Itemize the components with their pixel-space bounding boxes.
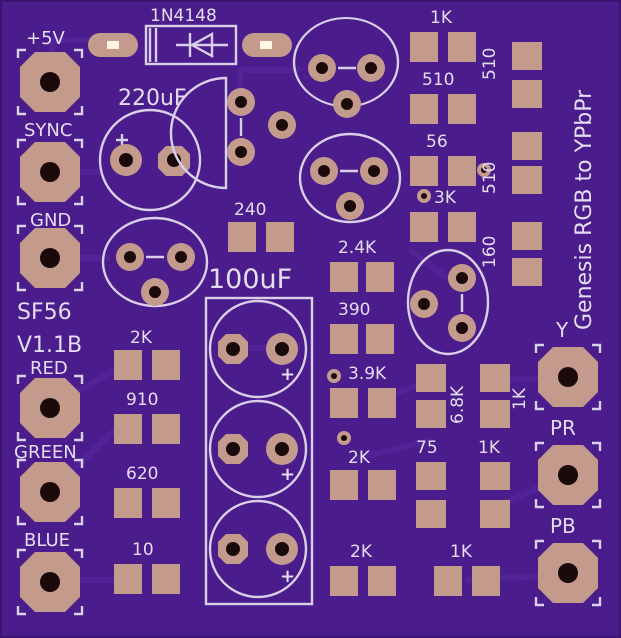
connector-gnd — [16, 224, 84, 292]
label-plus-2: + — [280, 464, 296, 485]
connector-red — [16, 374, 84, 442]
label-r-10: 10 — [132, 540, 154, 560]
transistor-4 — [101, 216, 209, 308]
transistor-1 — [169, 76, 296, 190]
label-r-6-8k: 6.8K — [448, 385, 468, 424]
label-r-390: 390 — [338, 300, 371, 320]
label-board-version: V1.1B — [17, 333, 83, 358]
label-r-75: 75 — [416, 438, 438, 458]
label-r-240: 240 — [234, 200, 267, 220]
label-r-1k-mid: 1K — [478, 438, 500, 458]
connector-pb — [534, 539, 602, 607]
label-r-1k-side: 1K — [510, 388, 530, 410]
label-r-620: 620 — [126, 464, 159, 484]
label-board-name: SF56 — [17, 300, 72, 325]
transistor-5 — [406, 248, 490, 356]
label-r-2-4k: 2.4K — [338, 238, 377, 258]
smd-pads — [114, 32, 542, 596]
label-board-title: Genesis RGB to YPbPr — [572, 89, 597, 330]
label-plus-3: + — [280, 566, 296, 587]
connector-pr — [534, 441, 602, 509]
label-r-2k-left: 2K — [130, 328, 152, 348]
label-red: RED — [30, 358, 68, 379]
label-sync: SYNC — [24, 120, 73, 141]
connector-y — [534, 343, 602, 411]
connector-green — [16, 458, 84, 526]
vias — [327, 163, 491, 445]
label-cap-100uf: 100uF — [208, 264, 293, 295]
diode-1n4148 — [88, 24, 292, 66]
label-blue: BLUE — [24, 530, 71, 551]
label-r-910: 910 — [126, 390, 159, 410]
capacitor-220uf — [98, 108, 202, 212]
connector-blue — [16, 548, 84, 616]
label-pr: PR — [550, 416, 576, 440]
label-y: Y — [556, 318, 569, 342]
capacitor-100uf-block — [204, 296, 314, 606]
label-pb: PB — [550, 514, 576, 538]
label-r-1k-bot: 1K — [450, 542, 472, 562]
transistor-2 — [292, 17, 400, 118]
label-r-510-side1: 510 — [480, 47, 500, 80]
label-plus-1: + — [280, 364, 296, 385]
label-r-510-side2: 510 — [480, 161, 500, 194]
label-r-3k: 3K — [434, 188, 456, 208]
label-green: GREEN — [14, 442, 77, 463]
label-r-2k-bot: 2K — [350, 542, 372, 562]
label-r-56: 56 — [426, 132, 448, 152]
label-gnd: GND — [30, 210, 72, 231]
connector-5v — [16, 48, 84, 116]
label-r-1k-top: 1K — [430, 8, 452, 28]
label-r-3-9k: 3.9K — [348, 364, 387, 384]
label-r-160: 160 — [480, 235, 500, 268]
transistor-3 — [298, 132, 402, 224]
label-cap-220uf: 220uF — [118, 86, 187, 111]
label-5v: +5V — [26, 28, 65, 49]
label-r-2k-mid: 2K — [348, 448, 370, 468]
label-diode: 1N4148 — [150, 6, 217, 26]
connector-sync — [16, 138, 84, 206]
label-r-510-a: 510 — [422, 70, 455, 90]
